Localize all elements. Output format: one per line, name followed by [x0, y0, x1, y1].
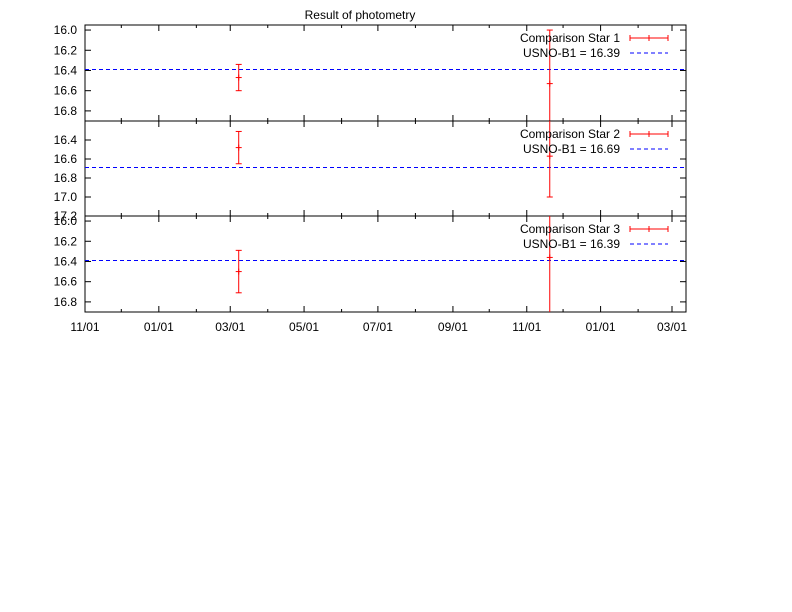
data-point: [235, 249, 242, 294]
data-layer: [85, 121, 686, 198]
x-tick-label: 03/01: [215, 320, 245, 334]
y-tick-label: 17.2: [54, 209, 78, 223]
y-tick-label: 16.2: [54, 234, 78, 248]
x-tick-label: 01/01: [144, 320, 174, 334]
x-tick-label: 09/01: [438, 320, 468, 334]
data-point: [235, 130, 242, 165]
y-tick-label: 16.4: [54, 63, 78, 77]
y-tick-label: 16.8: [54, 104, 78, 118]
x-axis: 11/01 01/01 03/01 05/01 07/01 09/01 11/01 01/01…: [70, 320, 687, 334]
y-tick-label: 16.0: [54, 23, 78, 37]
chart-title: Result of photometry: [305, 8, 416, 22]
x-tick-label: 07/01: [363, 320, 393, 334]
legend-label: Comparison Star 1: [520, 31, 620, 45]
legend-label: USNO-B1 = 16.39: [523, 46, 620, 60]
legend-label: Comparison Star 3: [520, 222, 620, 236]
data-point: [235, 63, 242, 92]
panel-1: 16.0 16.2 16.4 16.6 16.8 Comparison Star 1USN…: [54, 23, 687, 122]
y-tick-label: 16.8: [54, 295, 78, 309]
y-tick-label: 16.2: [54, 43, 78, 57]
y-tick-label: 16.6: [54, 84, 78, 98]
y-tick-label: 16.4: [54, 133, 78, 147]
x-tick-label: 11/01: [512, 320, 541, 334]
x-tick-label: 11/01: [70, 320, 99, 334]
data-point: [546, 29, 553, 121]
y-tick-label: 16.0: [54, 214, 78, 228]
legend-label: Comparison Star 2: [520, 127, 620, 141]
x-tick-label: 03/01: [657, 320, 687, 334]
data-layer: [85, 216, 686, 312]
x-tick-label: 05/01: [289, 320, 319, 334]
y-tick-label: 16.6: [54, 275, 78, 289]
y-tick-label: 17.0: [54, 190, 78, 204]
data-point: [546, 216, 553, 312]
y-tick-label: 16.6: [54, 152, 78, 166]
data-point: [546, 121, 553, 198]
legend-label: USNO-B1 = 16.39: [523, 237, 620, 251]
x-tick-label: 01/01: [586, 320, 616, 334]
legend-label: USNO-B1 = 16.69: [523, 142, 620, 156]
panel-3: 16.0 16.2 16.4 16.6 16.8 Comparison Star 3USN…: [54, 214, 687, 313]
y-tick-label: 16.8: [54, 171, 78, 185]
y-tick-label: 16.4: [54, 254, 78, 268]
plot-frame: [84, 215, 687, 313]
panel-2: 16.4 16.6 16.8 17.0 17.2 Comparison Star 2USN…: [54, 120, 687, 223]
data-layer: [85, 29, 686, 121]
